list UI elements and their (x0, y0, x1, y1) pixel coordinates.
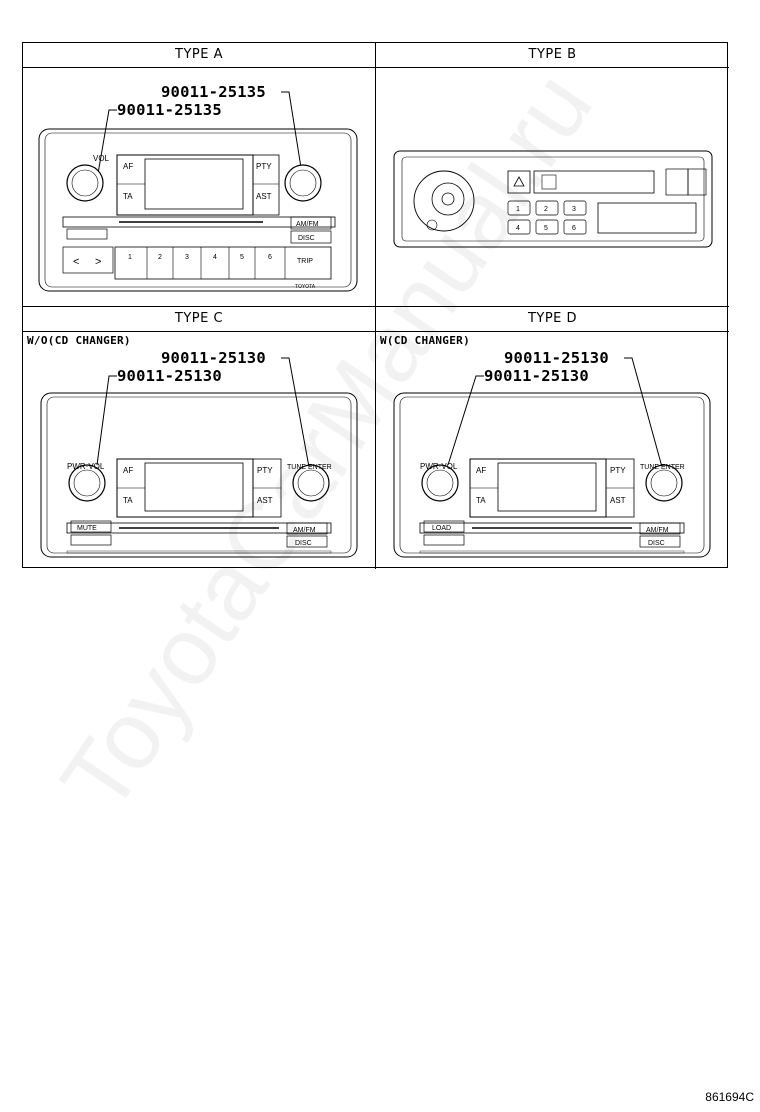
type-c-af-label: AF (123, 466, 133, 475)
type-d-radio-drawing: PWR·VOL TUNE ENTER AF TA PTY AST LOAD AM… (393, 357, 711, 558)
type-a-disc-label: DISC (298, 235, 315, 242)
type-d-subtitle: W(CD CHANGER) (380, 334, 470, 347)
type-d-pwr-vol-label: PWR·VOL (420, 462, 458, 471)
type-d-title: TYPE D (376, 307, 729, 332)
type-c-amfm-label: AM/FM (293, 527, 316, 534)
type-c-ta-label: TA (123, 496, 133, 505)
type-a-amfm-label: AM/FM (296, 221, 319, 228)
type-d-tune-enter-label: TUNE ENTER (640, 464, 685, 471)
type-d-am-label: AM/FM (646, 527, 669, 534)
type-c-part-number-upper: 90011-25130 (161, 349, 266, 367)
type-b-preset-5: 5 (544, 225, 548, 232)
type-b-preset-6: 6 (572, 225, 576, 232)
type-a-preset-5: 5 (240, 254, 244, 261)
type-d-af-label: AF (476, 466, 486, 475)
type-d-ast-label: AST (610, 496, 626, 505)
type-a-preset-2: 2 (158, 254, 162, 261)
diagram-grid: TYPE A 90011-25135 90011-25135 (22, 42, 729, 569)
type-d-disc-label: DISC (648, 540, 665, 547)
type-b-title: TYPE B (376, 43, 729, 68)
type-a-part-number-upper: 90011-25135 (161, 83, 266, 101)
type-a-ta-label: TA (123, 192, 133, 201)
type-c-title: TYPE C (23, 307, 375, 332)
type-c-tune-enter-label: TUNE ENTER (287, 464, 332, 471)
type-a-preset-4: 4 (213, 254, 217, 261)
type-c-subtitle: W/O(CD CHANGER) (27, 334, 131, 347)
type-a-preset-6: 6 (268, 254, 272, 261)
cell-type-a: TYPE A 90011-25135 90011-25135 (23, 43, 376, 307)
type-d-part-number-upper: 90011-25130 (504, 349, 609, 367)
type-c-pty-label: PTY (257, 466, 273, 475)
type-d-part-number-lower: 90011-25130 (484, 367, 589, 385)
type-a-af-label: AF (123, 162, 133, 171)
cell-type-c: TYPE C W/O(CD CHANGER) 90011-25130 90011… (23, 307, 376, 569)
type-a-vol-label: VOL (93, 154, 110, 163)
type-c-mute-label: MUTE (77, 525, 97, 532)
type-b-preset-2: 2 (544, 206, 548, 213)
type-a-arrow-right: > (95, 256, 101, 268)
type-b-radio-drawing: 1 2 3 4 5 6 (393, 150, 713, 248)
type-c-radio-drawing: PWR·VOL TUNE ENTER AF TA PTY AST MUTE AM… (40, 357, 358, 558)
type-a-trip-label: TRIP (297, 258, 313, 265)
type-d-load-label: LOAD (432, 525, 451, 532)
cell-type-d: TYPE D W(CD CHANGER) 90011-25130 90011-2… (376, 307, 729, 569)
type-a-arrow-left: < (73, 256, 79, 268)
type-b-preset-1: 1 (516, 206, 520, 213)
type-a-brand: TOYOTA (295, 284, 316, 290)
type-c-ast-label: AST (257, 496, 273, 505)
type-b-preset-4: 4 (516, 225, 520, 232)
type-a-title: TYPE A (23, 43, 375, 68)
type-a-ast-label: AST (256, 192, 272, 201)
type-a-radio-drawing: VOL AF TA PTY AST AM/FM DISC < > 1 2 3 4… (38, 91, 358, 292)
type-a-preset-1: 1 (128, 254, 132, 261)
type-a-preset-3: 3 (185, 254, 189, 261)
type-c-part-number-lower: 90011-25130 (117, 367, 222, 385)
type-d-pty-label: PTY (610, 466, 626, 475)
figure-code: 861694C (705, 1090, 754, 1104)
type-a-part-number-lower: 90011-25135 (117, 101, 222, 119)
type-c-pwr-vol-label: PWR·VOL (67, 462, 105, 471)
type-b-preset-3: 3 (572, 206, 576, 213)
type-d-ta-label: TA (476, 496, 486, 505)
cell-type-b: TYPE B 1 2 3 (376, 43, 729, 307)
type-a-pty-label: PTY (256, 162, 272, 171)
type-c-disc-label: DISC (295, 540, 312, 547)
